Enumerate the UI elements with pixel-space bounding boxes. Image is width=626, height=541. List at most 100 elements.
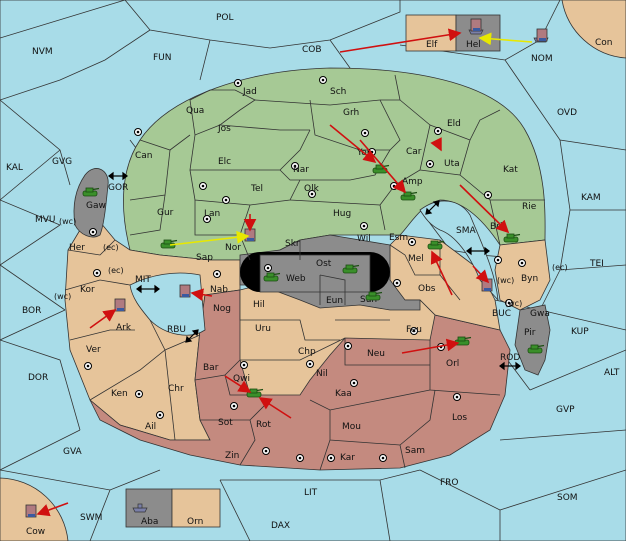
province-label: Gaw <box>86 201 106 211</box>
province-label: Mou <box>342 422 361 432</box>
province-label: Car <box>406 147 422 157</box>
coast-tag: (wc) <box>54 292 71 301</box>
sea-label: KUP <box>571 327 589 337</box>
sea-label: COB <box>302 45 322 55</box>
province-label: Gur <box>157 208 174 218</box>
coast-tag: (ec) <box>552 263 568 272</box>
sea-label: OVD <box>557 108 577 118</box>
double-arrow-icon <box>136 284 160 294</box>
supply-center-icon <box>230 402 238 410</box>
coast-tag: (wc) <box>497 276 514 285</box>
sea-label: RBU <box>167 325 186 335</box>
coast-tags: (wc) (ec) (ec) (wc) (wc) (ec) (wc) <box>54 217 568 308</box>
province-label: Zin <box>225 451 239 461</box>
coast-tag: (wc) <box>505 299 522 308</box>
province-label: Elf <box>426 40 438 50</box>
supply-center-icon <box>518 259 526 267</box>
coast-tag: (ec) <box>103 243 119 252</box>
supply-center-icon <box>234 79 242 87</box>
supply-center-icon <box>135 390 143 398</box>
province-label: Ost <box>316 259 332 269</box>
province-label: Eld <box>447 119 461 129</box>
supply-center-icon <box>426 160 434 168</box>
province-label: Gwa <box>530 309 550 319</box>
supply-center-icon <box>327 454 335 462</box>
supply-center-icon <box>262 447 270 455</box>
supply-center-icon <box>213 270 221 278</box>
sea-label: FUN <box>153 53 172 63</box>
province-label: Orl <box>446 359 459 369</box>
sea-label: SOM <box>557 493 578 503</box>
province-label: Skr <box>285 239 300 249</box>
sea-label: FRO <box>440 478 459 488</box>
province-pir[interactable] <box>514 304 551 376</box>
province-label: Rot <box>256 420 271 430</box>
province-orn[interactable] <box>171 488 221 528</box>
army-box-icon <box>536 28 548 42</box>
sea-label: NVM <box>32 47 53 57</box>
sea-label: SWM <box>80 513 102 523</box>
province-label: Wil <box>357 234 371 244</box>
sea-label: LIT <box>304 488 318 498</box>
supply-center-icon <box>393 279 401 287</box>
supply-center-icon <box>306 360 314 368</box>
province-label: Ver <box>86 345 101 355</box>
province-label: Bri <box>490 222 502 232</box>
province-label: Chr <box>168 384 184 394</box>
province-label: Hug <box>333 209 351 219</box>
supply-center-icon <box>203 215 211 223</box>
province-label: Sam <box>405 446 425 456</box>
province-label: Chp <box>298 347 316 357</box>
adjacency-arrows <box>108 171 521 371</box>
province-label: Nil <box>316 369 328 379</box>
army-box-icon <box>470 18 482 32</box>
province-label: Jos <box>217 124 231 134</box>
supply-center-icon <box>360 222 368 230</box>
sea-label: POL <box>216 13 234 23</box>
sea-label: MVU <box>35 215 56 225</box>
supply-center-icon <box>291 162 299 170</box>
province-label: Ail <box>145 422 156 432</box>
province-label: Web <box>286 274 306 284</box>
province-label: Feu <box>406 325 422 335</box>
supply-center-icon <box>408 238 416 246</box>
double-arrow-icon <box>425 200 440 215</box>
sea-label: SMA <box>456 226 476 236</box>
supply-center-icon <box>199 182 207 190</box>
province-label: Lan <box>204 209 220 219</box>
province-elf[interactable] <box>405 14 457 52</box>
province-label: Los <box>452 413 467 423</box>
sea-label: GVG <box>52 157 72 167</box>
supply-center-icon <box>134 128 142 136</box>
sea-label: DAX <box>271 521 290 531</box>
province-label: Byn <box>521 274 538 284</box>
sea-label: ALT <box>604 368 620 378</box>
supply-center-icon <box>84 362 92 370</box>
double-arrow-icon <box>185 329 199 343</box>
coast-tag: (wc) <box>59 217 76 226</box>
supply-center-icon <box>434 127 442 135</box>
region-tan-byn[interactable] <box>494 239 551 311</box>
sea-label: KAL <box>6 163 23 173</box>
province-label: Esm <box>389 233 408 243</box>
supply-center-icon <box>390 182 398 190</box>
province-label: Elc <box>218 157 231 167</box>
supply-center-icon <box>308 190 316 198</box>
province-labels: Elf Hel Cow Aba Orn Jad Sch Qua Jos Grh … <box>26 40 550 537</box>
supply-center-icon <box>93 269 101 277</box>
province-label: Uru <box>255 324 271 334</box>
province-label: Nog <box>213 304 231 314</box>
province-label: Neu <box>367 349 385 359</box>
army-box-icon <box>25 504 37 518</box>
province-label: Olk <box>304 184 320 194</box>
province-label: Jad <box>242 87 257 97</box>
supply-center-icon <box>494 256 502 264</box>
army-box-icon <box>244 228 256 242</box>
province-label: Nar <box>293 165 309 175</box>
supply-center-icon <box>89 228 97 236</box>
sea-label: GOR <box>108 183 128 193</box>
province-gaw[interactable] <box>73 168 109 238</box>
province-label: Obs <box>418 284 436 294</box>
sea-label: Con <box>595 38 613 48</box>
